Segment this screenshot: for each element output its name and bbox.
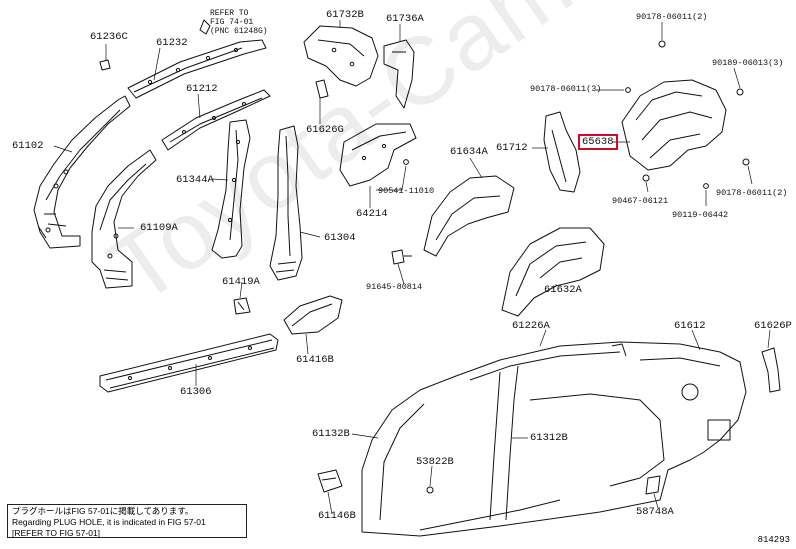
label-61109A[interactable]: 61109A (140, 222, 178, 234)
part-61732B-shape (303, 25, 379, 87)
part-91645-shape (391, 249, 412, 265)
part-61102-shape (33, 95, 131, 249)
label-61416B[interactable]: 61416B (296, 354, 334, 366)
label-61226A[interactable]: 61226A (512, 320, 550, 332)
label-61626P[interactable]: 61626P (754, 320, 792, 332)
label-61232[interactable]: 61232 (156, 37, 188, 49)
part-61626G-shape (315, 79, 329, 99)
label-61626G[interactable]: 61626G (306, 124, 344, 136)
label-90178-06011-3[interactable]: 90178-06011(3) (530, 84, 602, 94)
part-61416B-shape (283, 295, 343, 335)
part-64214-shape (339, 123, 417, 187)
label-61236C[interactable]: 61236C (90, 31, 128, 43)
label-61212[interactable]: 61212 (186, 83, 218, 95)
label-61634A[interactable]: 61634A (450, 146, 488, 158)
part-body-side-outer-shape (361, 341, 747, 537)
label-90178-06011-2-top[interactable]: 90178-06011(2) (636, 12, 708, 22)
label-65638-highlighted[interactable]: 65638 (578, 134, 618, 150)
label-61612[interactable]: 61612 (674, 320, 706, 332)
label-91645-80814[interactable]: 91645-80814 (366, 282, 423, 292)
label-90189-06013[interactable]: 90189-06013(3) (712, 58, 784, 68)
label-61712[interactable]: 61712 (496, 142, 528, 154)
label-61304[interactable]: 61304 (324, 232, 356, 244)
part-61626P-shape (761, 347, 781, 393)
diagram-id: 814293 (757, 535, 790, 545)
note-line-reference[interactable]: [REFER TO FIG 57-01] (12, 528, 101, 538)
part-61632A-shape (501, 227, 605, 317)
label-90178-06011-2-bottom[interactable]: 90178-06011(2) (716, 188, 788, 198)
leader-lines (53, 20, 771, 515)
label-61132B[interactable]: 61132B (312, 428, 350, 440)
label-53822B[interactable]: 53822B (416, 456, 454, 468)
part-61236C-shape (99, 59, 111, 71)
part-61712-shape (543, 111, 581, 193)
label-61306[interactable]: 61306 (180, 386, 212, 398)
part-61232-shape (127, 19, 267, 99)
note-line-english: Regarding PLUG HOLE, it is indicated in … (12, 517, 206, 527)
label-61632A[interactable]: 61632A (544, 284, 582, 296)
part-61212-shape (161, 89, 271, 151)
part-61344A-shape (211, 119, 251, 259)
plug-hole-note: プラグホールはFIG 57-01に掲載してあります。 Regarding PLU… (7, 504, 247, 538)
label-61146B[interactable]: 61146B (318, 510, 356, 522)
part-58748A-shape (645, 475, 661, 495)
part-61736A-shape (383, 39, 415, 109)
part-61304-shape (269, 125, 303, 281)
reference-line-3: (PNC 61248G) (210, 27, 268, 36)
note-line-japanese: プラグホールはFIG 57-01に掲載してあります。 (12, 506, 194, 516)
label-61732B[interactable]: 61732B (326, 9, 364, 21)
reference-line-2: FIG 74-01 (210, 18, 254, 27)
label-61736A[interactable]: 61736A (386, 13, 424, 25)
label-61102[interactable]: 61102 (12, 140, 44, 152)
part-53822B-shape (426, 486, 434, 494)
part-90541-shape (403, 159, 409, 165)
label-90541-11010[interactable]: 90541-11010 (378, 186, 435, 196)
label-90467-06121[interactable]: 90467-06121 (612, 196, 669, 206)
part-61634A-shape (423, 175, 515, 257)
part-65638-shape (621, 40, 750, 189)
part-61306-shape (99, 333, 279, 393)
part-61109A-shape (91, 149, 157, 289)
label-58748A[interactable]: 58748A (636, 506, 674, 518)
label-90119-06442[interactable]: 90119-06442 (672, 210, 729, 220)
reference-note[interactable]: REFER TO FIG 74-01 (PNC 61248G) (210, 9, 268, 36)
part-61146B-shape (317, 469, 343, 493)
reference-line-1: REFER TO (210, 9, 249, 18)
label-61344A[interactable]: 61344A (176, 174, 214, 186)
label-61312B[interactable]: 61312B (530, 432, 568, 444)
label-64214[interactable]: 64214 (356, 208, 388, 220)
part-61419A-shape (233, 297, 251, 315)
label-61419A[interactable]: 61419A (222, 276, 260, 288)
